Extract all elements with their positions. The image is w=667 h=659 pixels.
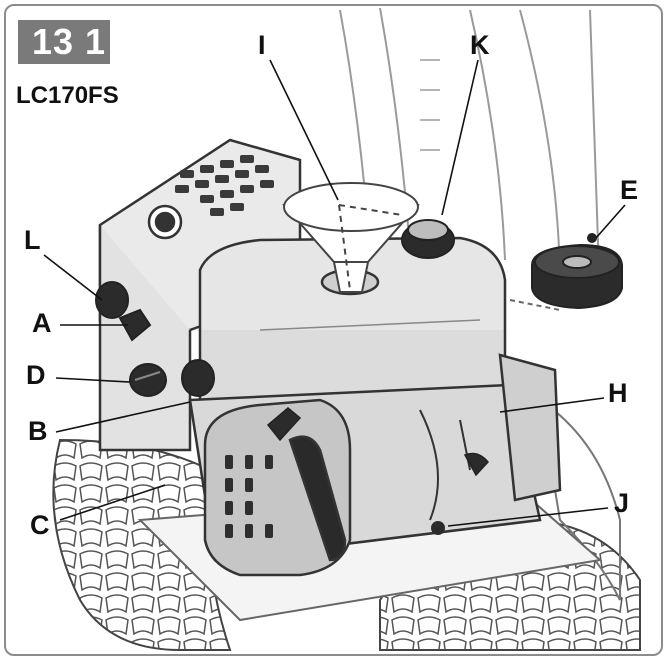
callout-i: I	[258, 30, 266, 60]
callout-c: C	[30, 510, 50, 540]
callout-b: B	[28, 416, 48, 446]
figure-number-badge: 13 1	[18, 20, 110, 64]
drain-bolt	[431, 521, 445, 535]
left-tire	[52, 438, 232, 651]
callout-e: E	[620, 175, 639, 205]
left-panel-controls	[95, 281, 215, 397]
oil-cap	[401, 219, 455, 259]
model-label: LC170FS	[16, 82, 119, 109]
choke-lever	[266, 407, 302, 442]
leader-lines	[43, 59, 626, 527]
gas-cap	[509, 233, 623, 311]
callout-l: L	[24, 225, 41, 255]
funnel	[282, 182, 420, 293]
callout-k: K	[470, 30, 490, 60]
callout-d: D	[26, 360, 46, 390]
callout-a: A	[32, 308, 52, 338]
side-lever	[463, 452, 489, 477]
callout-h: H	[608, 378, 628, 408]
callout-j: J	[614, 488, 630, 518]
